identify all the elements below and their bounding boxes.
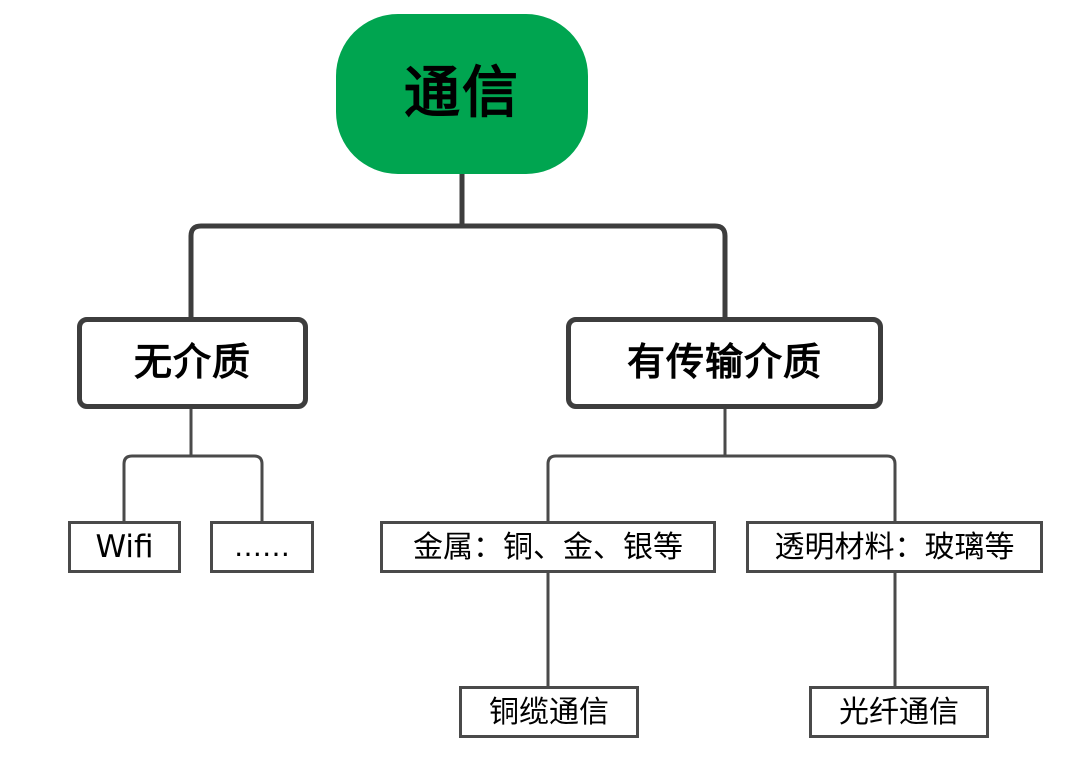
node-ellipsis[interactable]: …… xyxy=(210,521,314,573)
connector-level2-bus xyxy=(188,223,728,317)
connector-hasmedium-bus xyxy=(546,454,897,521)
node-fiber-optic-communication[interactable]: 光纤通信 xyxy=(809,686,989,738)
node-has-transmission-medium[interactable]: 有传输介质 xyxy=(566,317,883,409)
node-metal-materials[interactable]: 金属：铜、金、银等 xyxy=(380,521,716,573)
node-no-medium[interactable]: 无介质 xyxy=(77,317,308,409)
node-copper-cable-communication[interactable]: 铜缆通信 xyxy=(459,686,639,738)
connector-nomedium-bus xyxy=(122,454,264,521)
node-wifi[interactable]: Wifi xyxy=(68,521,181,573)
node-root-communication[interactable]: 通信 xyxy=(336,14,588,174)
node-transparent-materials[interactable]: 透明材料：玻璃等 xyxy=(746,521,1043,573)
